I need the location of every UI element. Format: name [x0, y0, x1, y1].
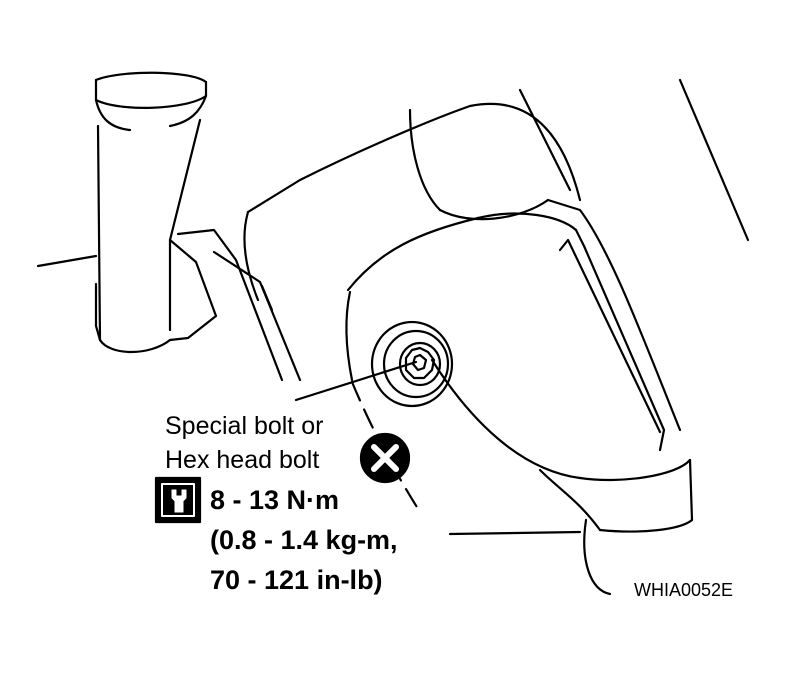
belt-webbing — [94, 71, 218, 354]
anchor-bracket — [176, 228, 302, 382]
leader-line — [294, 360, 418, 402]
bolt-label-line2: Hex head bolt — [165, 446, 320, 474]
body-edge-line — [36, 254, 98, 268]
torque-kgm: (0.8 - 1.4 kg-m, — [210, 525, 398, 555]
anchor-bolt — [370, 320, 454, 408]
torque-inlb: 70 - 121 in-lb) — [210, 565, 383, 595]
pillar-edge-line — [678, 78, 750, 242]
bolt-label-line1: Special bolt or — [165, 412, 324, 440]
seat-side-cover — [243, 88, 694, 596]
torque-nm: 8 - 13 N·m — [210, 485, 340, 515]
figure-code: WHIA0052E — [634, 580, 734, 600]
circle-x-icon — [359, 432, 411, 484]
wrench-box-icon — [154, 476, 202, 524]
